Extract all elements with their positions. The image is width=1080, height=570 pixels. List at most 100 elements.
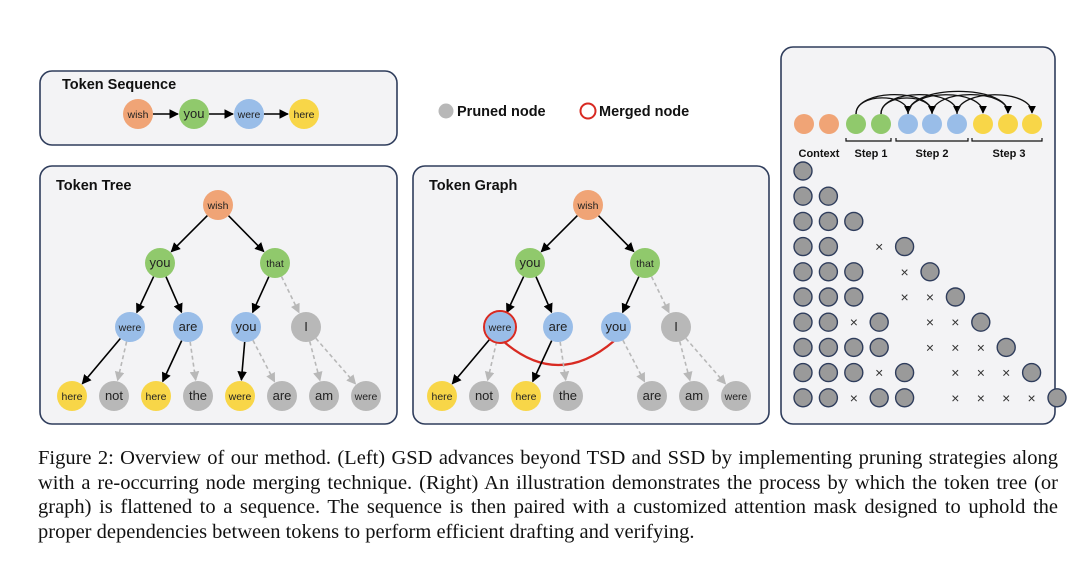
mask-cell-blocked: × [977,365,985,381]
graph-node-you2: you [601,312,631,342]
mask-cell-blocked: × [1002,390,1010,406]
figure: Token Sequence Token Tree Token Graph Pr… [39,46,1067,425]
mask-cell-blocked: × [951,339,959,355]
tree-node-you-circle [145,248,175,278]
tree-node-l2-circle [99,381,129,411]
merged-node-legend-label: Merged node [599,104,689,120]
step-bracket [845,138,892,142]
mask-cell-attend [996,337,1016,358]
graph-node-that-label: that [636,258,654,270]
mask-cell-blocked: × [1028,390,1036,406]
step-label-0: Context [799,148,840,160]
figure-svg: Token Sequence Token Tree Token Graph Pr… [39,46,1067,425]
mask-cell-attend [793,211,813,232]
flattened-token-3 [871,114,891,134]
tree-node-I: I [291,312,321,342]
tree-node-are-label: are [179,319,198,334]
mask-cell-blocked: × [926,289,934,305]
sequence-token-1-circle [179,99,209,129]
graph-node-are: are [543,312,573,342]
mask-cell-attend [793,312,813,332]
tree-node-you-label: you [150,255,171,270]
mask-cell-attend [945,287,966,307]
pruned-node-legend-icon [438,103,454,119]
tree-node-were: were [115,312,145,342]
tree-node-are: are [173,312,203,342]
mask-cell-attend [894,388,915,408]
tree-node-l5-circle [225,381,255,411]
graph-node-l2-label: not [475,388,493,403]
mask-cell-attend [793,186,813,206]
mask-cell-blocked: × [850,314,858,330]
mask-cell-attend [793,337,813,358]
tree-node-you: you [145,248,175,278]
graph-node-l1: here [427,381,457,411]
mask-cell-attend [1021,362,1042,383]
tree-edge [251,276,270,314]
tree-node-were-label: were [118,322,142,334]
mask-cell-attend [793,287,813,307]
graph-node-l7-label: am [685,388,703,403]
graph-node-you: you [515,248,545,278]
tree-node-I-label: I [304,319,308,334]
tree-node-l7: am [309,381,339,411]
tree-edge [81,337,121,385]
tree-node-that-circle [260,248,290,278]
graph-node-I-label: I [674,319,678,334]
mask-cell-attend [818,186,839,206]
tree-node-l4-circle [183,381,213,411]
graph-node-l1-label: here [431,391,452,403]
graph-edge [685,337,727,385]
graph-node-l6: are [637,381,667,411]
sequence-token-1-label: you [184,106,205,121]
mask-cell-attend [869,337,889,358]
step-bracket [895,138,969,142]
token-graph-panel [412,165,770,425]
graph-node-you-label: you [520,255,541,270]
graph-node-root: wish [573,190,603,220]
mask-cell-attend [869,388,889,408]
step-bracket [971,138,1043,142]
graph-node-l1-circle [427,381,457,411]
mask-cell-attend [844,287,864,307]
sequence-token-3: here [289,99,319,129]
graph-node-were: were [483,310,517,344]
mask-cell-attend [894,362,915,383]
graph-node-l4-circle [553,381,583,411]
mask-cell-blocked: × [951,314,959,330]
tree-edge [165,276,183,314]
tree-node-I-circle [291,312,321,342]
graph-node-that-circle [630,248,660,278]
tree-edge [227,215,265,253]
tree-node-l2-label: not [105,388,123,403]
flattened-token-1 [819,114,839,134]
tree-edge [162,340,183,383]
sequence-token-2-circle [234,99,264,129]
mask-cell-attend [793,362,813,383]
mask-cell-blocked: × [951,390,959,406]
sequence-token-1: you [179,99,209,129]
tree-node-l5-label: were [228,391,252,403]
mask-cell-attend [818,236,839,257]
mask-cell-blocked: × [850,390,858,406]
tree-node-l1-circle [57,381,87,411]
flattened-token-4 [898,114,918,134]
mask-cell-blocked: × [901,289,909,305]
mask-cell-blocked: × [951,365,959,381]
graph-edge [535,276,553,314]
sequence-token-0-label: wish [126,109,148,121]
graph-edge [540,215,578,253]
tree-node-l5: were [225,381,255,411]
token-tree-title: Token Tree [56,178,131,194]
dependency-arc [956,94,1036,115]
graph-node-were-label: were [488,322,512,334]
graph-node-I-circle [661,312,691,342]
mask-cell-attend [793,262,813,282]
graph-node-l8: were [721,381,751,411]
sequence-token-0: wish [123,99,153,129]
tree-node-you2-circle [231,312,261,342]
tree-node-l3: here [141,381,171,411]
flattened-token-8 [998,114,1018,134]
tree-node-root: wish [203,190,233,220]
graph-node-l4: the [553,381,583,411]
